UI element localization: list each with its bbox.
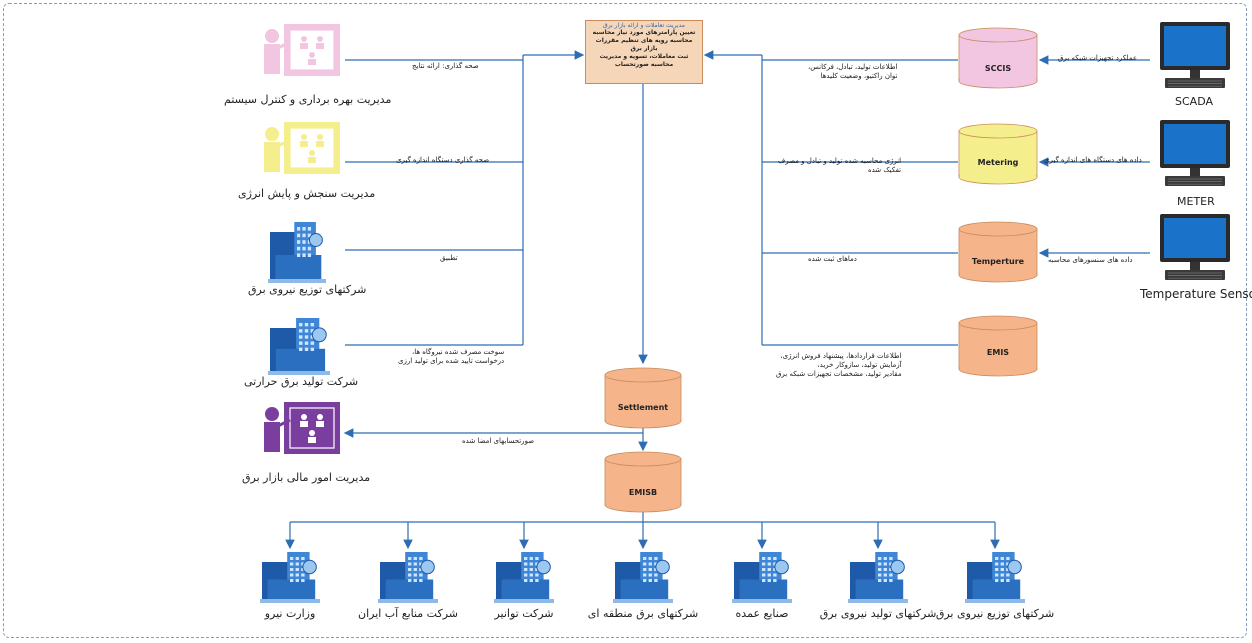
bottom-building-icon	[260, 552, 320, 603]
db-emis-icon	[958, 315, 1038, 377]
center-process-box: مدیریت تعاملات و ارائه بازار برق تعیین پ…	[585, 20, 703, 84]
bottom-entity-label: صنایع عمده	[735, 607, 789, 620]
edge-line: آزمایش تولید، سازوکار خرید،	[817, 361, 902, 369]
bottom-building-icon	[848, 552, 908, 603]
source-scada-label: SCADA	[1175, 95, 1213, 108]
db-sccis-icon	[958, 27, 1038, 89]
edge-line: توان راکتیو، وضعیت کلیدها	[820, 72, 898, 80]
source-tempsensor-label: Temperature Sensor	[1140, 287, 1252, 301]
center-box-header: مدیریت تعاملات و ارائه بازار برق	[603, 22, 685, 29]
entity-metering-mgmt-label: مدیریت سنجش و پایش انرژی	[238, 187, 376, 200]
db-temperture-label: Temperture	[971, 257, 1025, 266]
edge-label-metering-mgmt: صحه گذاری دستگاه اندازه گیری	[396, 156, 490, 164]
entity-ops-label: مدیریت بهره برداری و کنترل سیستم	[224, 93, 392, 106]
entity-finance-label: مدیریت امور مالی بازار برق	[242, 471, 371, 484]
db-emisb-icon	[604, 451, 682, 513]
distribution-building-icon	[268, 222, 326, 283]
db-temperture-icon	[958, 221, 1038, 283]
boards-layer	[264, 24, 340, 454]
edge-label-scada: عملکرد تجهیزات شبکه برق	[1058, 54, 1138, 62]
center-box-line: محاسبه صورتحساب	[614, 61, 674, 68]
edge-label-emis: اطلاعات قراردادها، پیشنهاد فروش انرژی، آ…	[776, 352, 902, 379]
edge-line: اطلاعات قراردادها، پیشنهاد فروش انرژی،	[780, 352, 902, 360]
bottom-building-icon	[378, 552, 438, 603]
bottom-drops	[285, 522, 1000, 550]
db-metering-icon	[958, 123, 1038, 185]
center-box-line: ثبت معاملات، تسویه و مدیریت	[599, 53, 689, 60]
buildings-layer	[260, 222, 1025, 603]
edge-line: انرژی محاسبه شده تولید و تبادل و مصرف	[778, 157, 902, 165]
center-box-line: تعیین پارامترهای مورد نیاز محاسبه	[592, 29, 696, 36]
entity-distribution-label: شرکتهای توزیع نیروی برق	[248, 283, 367, 296]
edge-line: تفکیک شده	[867, 166, 902, 174]
edge-line: درخواست تایید شده برای تولید ارزی	[398, 357, 505, 365]
scada-monitor-icon	[1160, 22, 1230, 88]
db-metering-label: Metering	[977, 158, 1019, 167]
tempsensor-monitor-icon	[1160, 214, 1230, 280]
diagram-frame	[3, 3, 1247, 638]
finance-board-icon	[264, 402, 340, 454]
edge-label-temperature: داده های سنسورهای محاسبه	[1048, 256, 1133, 264]
bottom-entity-label: شرکتهای توزیع نیروی برق	[935, 607, 1055, 620]
edge-line: اطلاعات تولید، تبادل، فرکانس،	[808, 63, 898, 71]
edge-label-thermal: سوخت مصرف شده نیروگاه ها، درخواست تایید …	[398, 348, 504, 366]
bottom-entity-label: شرکتهای برق منطقه ای	[587, 607, 699, 620]
edge-label-distribution: تطبیق	[440, 254, 458, 262]
edge-label-sccis: اطلاعات تولید، تبادل، فرکانس، توان راکتی…	[808, 63, 897, 81]
bottom-building-icon	[965, 552, 1025, 603]
metering-board-icon	[264, 122, 340, 174]
bottom-entity-label: شرکت منابع آب ایران	[357, 607, 459, 620]
edge-line: سوخت مصرف شده نیروگاه ها،	[411, 348, 505, 356]
center-box-line: محاسبه رویه های تنظیم مقررات	[595, 37, 693, 44]
bottom-entity-label: شرکت توانیر	[494, 607, 554, 620]
center-box-line: بازار برق	[630, 45, 658, 52]
meter-monitor-icon	[1160, 120, 1230, 186]
db-emis-label: EMIS	[986, 348, 1010, 357]
edge-label-metering: انرژی محاسبه شده تولید و تبادل و مصرف تف…	[778, 157, 901, 175]
bottom-entity-label: وزارت نیرو	[264, 607, 316, 620]
ops-board-icon	[264, 24, 340, 76]
monitors-layer	[1160, 22, 1230, 280]
db-sccis-label: SCCIS	[984, 64, 1012, 73]
databases-layer	[604, 27, 1038, 513]
db-settlement-icon	[604, 367, 682, 429]
source-meter-label: METER	[1177, 195, 1215, 208]
bottom-building-icon	[494, 552, 554, 603]
edge-label-ops: صحه گذاری: ارائه نتایج	[412, 62, 479, 70]
edge-label-meter: داده های دستگاه های اندازه گیری	[1044, 156, 1142, 164]
edge-label-finance: صورتحسابهای امضا شده	[462, 437, 535, 445]
thermal-building-icon	[268, 318, 330, 375]
edge-label-temperture: دماهای ثبت شده	[808, 255, 857, 263]
db-settlement-label: Settlement	[617, 403, 669, 412]
bottom-entity-label: شرکتهای تولید نیروی برق	[819, 607, 937, 620]
bottom-building-icon	[732, 552, 792, 603]
bottom-building-icon	[613, 552, 673, 603]
db-emisb-label: EMISB	[628, 488, 658, 497]
edge-line: مقادیر تولید، مشخصات تجهیزات شبکه برق	[776, 370, 902, 378]
entity-thermal-label: شرکت تولید برق حرارتی	[244, 375, 359, 388]
